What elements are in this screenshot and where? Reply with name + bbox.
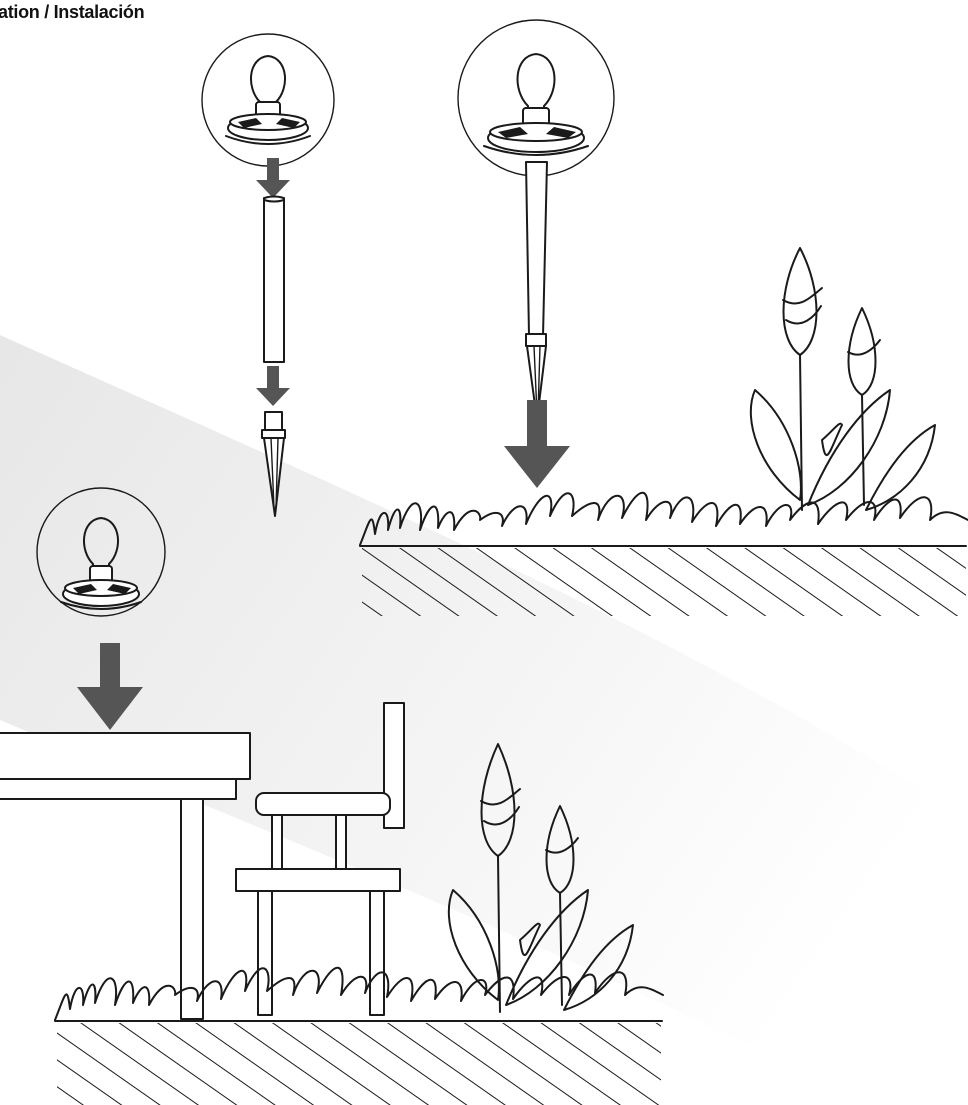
solar-globe-lamp-icon	[36, 487, 166, 617]
stake-tube-icon	[263, 195, 285, 363]
chair-icon	[235, 702, 405, 1016]
solar-globe-lamp-icon	[457, 19, 615, 177]
grass-ground-icon	[359, 491, 968, 616]
page-title: ation / Instalación	[0, 2, 145, 22]
grass-ground-icon	[54, 966, 664, 1105]
table-icon	[0, 732, 251, 1020]
solar-globe-lamp-icon	[201, 33, 335, 167]
down-arrow-icon	[504, 400, 570, 488]
step-insert-into-ground	[359, 19, 968, 616]
lamp-stake	[525, 161, 548, 421]
step-assemble-stake	[201, 33, 335, 517]
step-place-on-table	[0, 487, 664, 1105]
ground-spike-icon	[261, 411, 286, 517]
down-arrow-icon	[256, 366, 290, 406]
down-arrow-icon	[77, 643, 143, 730]
tulip-plant-icon	[447, 743, 634, 1013]
tulip-plant-icon	[749, 247, 936, 511]
background-shade	[0, 335, 968, 1105]
down-arrow-icon	[256, 158, 290, 198]
